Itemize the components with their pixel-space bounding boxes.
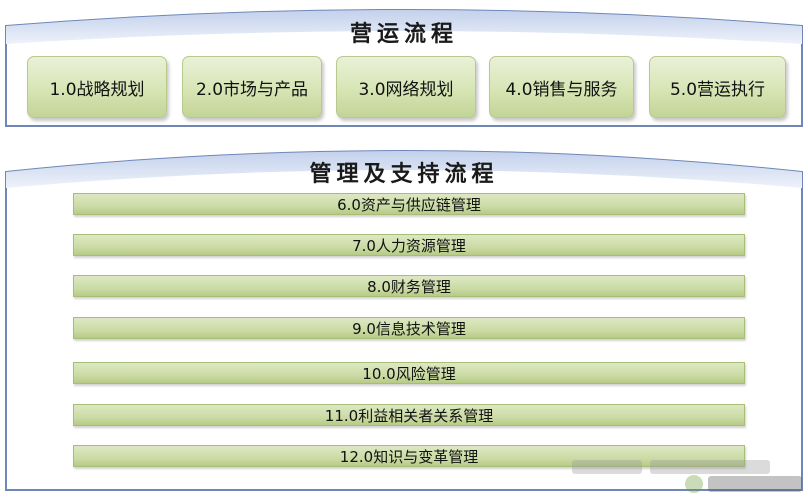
support-bar-hr: 7.0人力资源管理 <box>73 234 745 256</box>
support-bar-risk: 10.0风险管理 <box>73 362 745 384</box>
support-bar-it: 9.0信息技术管理 <box>73 317 745 339</box>
support-frame-cap <box>6 151 802 188</box>
process-box-network: 3.0网络规划 <box>336 56 476 118</box>
support-bar-knowledge-change: 12.0知识与变革管理 <box>73 445 745 467</box>
operation-title: 营运流程 <box>349 22 458 47</box>
support-title: 管理及支持流程 <box>309 162 499 187</box>
watermark-logo <box>572 460 802 493</box>
support-bar-finance: 8.0财务管理 <box>73 275 745 297</box>
support-bar-stakeholder: 11.0利益相关者关系管理 <box>73 404 745 426</box>
process-box-strategy: 1.0战略规划 <box>27 56 167 118</box>
process-box-sales: 4.0销售与服务 <box>489 56 634 118</box>
support-bar-asset-supply-chain: 6.0资产与供应链管理 <box>73 193 745 215</box>
process-box-market: 2.0市场与产品 <box>182 56 322 118</box>
process-box-execution: 5.0营运执行 <box>649 56 786 118</box>
operation-frame-cap <box>6 10 802 44</box>
